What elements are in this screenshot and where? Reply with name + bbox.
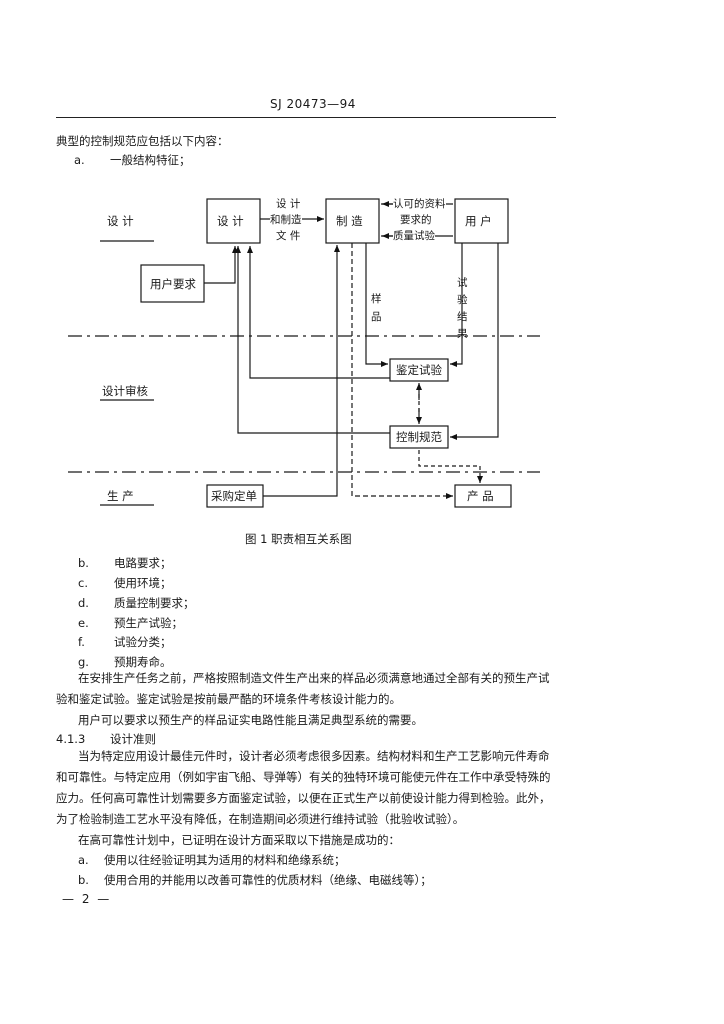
list-item: b. 电路要求； — [78, 555, 172, 571]
list-item: d. 质量控制要求； — [78, 595, 195, 611]
list-item-text: 电路要求； — [114, 556, 172, 570]
label-docs-3: 文 件 — [276, 230, 301, 242]
control-spec-box — [389, 425, 449, 449]
label-required: 要求的 — [400, 214, 432, 226]
design-box — [206, 198, 261, 244]
label-result-1: 试 — [457, 277, 468, 289]
responsibility-diagram — [68, 198, 540, 508]
figure-caption: 图 1 职责相互关系图 — [245, 532, 352, 546]
label-docs-1: 设 计 — [276, 198, 301, 210]
list-item-text: 使用环境； — [114, 576, 172, 590]
label-docs-2: 和制造 — [270, 212, 302, 228]
list-item: c. 使用环境； — [78, 575, 172, 591]
list-item-text: 预生产试验； — [114, 616, 183, 630]
list-item-label: g. — [78, 655, 89, 669]
qualification-test-box — [389, 358, 449, 382]
list-item-text: 使用以往经验证明其为适用的材料和绝缘系统； — [104, 853, 346, 867]
zone-label-review: 设计审核 — [102, 384, 148, 398]
section-number: 4.1.3 — [56, 732, 86, 746]
paragraph-preproduction: 在安排生产任务之前，严格按照制造文件生产出来的样品必须满意地通过全部有关的预生产… — [56, 671, 550, 706]
box-label-design: 设 计 — [217, 214, 244, 228]
header-rule — [56, 117, 556, 118]
list-item-label: b. — [78, 873, 89, 887]
list-item: f. 试验分类； — [78, 634, 172, 650]
dashed-manufacture-to-product — [351, 243, 453, 499]
box-label-user-requirement: 用户要求 — [150, 277, 196, 291]
list-item-label: a. — [78, 853, 89, 867]
label-result-4: 果 — [457, 328, 468, 340]
arrow-userreq-to-design — [204, 246, 238, 284]
label-sample-1: 样 — [371, 293, 382, 305]
list-item: b. 使用合用的并能用以改善可靠性的优质材料（绝缘、电磁线等）； — [78, 872, 432, 888]
list-item-label: d. — [78, 596, 89, 610]
list-item: e. 预生产试验； — [78, 615, 183, 631]
section-heading: 4.1.3 设计准则 — [56, 731, 156, 747]
arrow-result-to-qualtest — [450, 243, 463, 367]
paragraph-design-criteria: 当为特定应用设计最佳元件时，设计者必须考虑很多因素。结构材料和生产工艺影响元件寿… — [56, 749, 551, 826]
intro-line: 典型的控制规范应包括以下内容： — [56, 134, 229, 148]
arrow-user-to-controlspec — [450, 243, 499, 440]
page-number: — 2 — — [62, 892, 112, 906]
user-box — [454, 198, 509, 244]
paragraph-user-samples: 用户可以要求以预生产的样品证实电路性能且满足典型系统的需要。 — [78, 713, 423, 727]
list-item-label: a. — [74, 153, 85, 167]
box-label-user: 用 户 — [465, 214, 492, 228]
label-approved-data: 认可的资料 — [393, 196, 446, 212]
arrow-controlspec-to-design — [235, 246, 390, 434]
list-item-label: f. — [78, 635, 85, 649]
box-label-manufacture: 制 造 — [336, 214, 363, 228]
arrow-qualtest-to-design — [247, 246, 390, 379]
paragraph-measures-intro: 在高可靠性计划中，已证明在设计方面采取以下措施是成功的： — [78, 833, 400, 847]
list-item-text: 使用合用的并能用以改善可靠性的优质材料（绝缘、电磁线等）； — [104, 873, 432, 887]
dashed-controlspec-to-product — [418, 450, 483, 483]
document-code: SJ 20473—94 — [270, 97, 356, 111]
list-item-text: 试验分类； — [114, 635, 172, 649]
label-quality-test: 质量试验 — [393, 228, 435, 244]
list-item-text: 质量控制要求； — [114, 596, 195, 610]
list-item: g. 预期寿命。 — [78, 654, 172, 670]
box-label-control-spec: 控制规范 — [396, 430, 442, 444]
list-item-label: b. — [78, 556, 89, 570]
arrow-sample-to-qualtest — [365, 243, 388, 367]
list-item: a. 使用以往经验证明其为适用的材料和绝缘系统； — [78, 852, 346, 868]
list-item-label: e. — [78, 616, 89, 630]
list-item-label: c. — [78, 576, 88, 590]
zone-label-design: 设 计 — [107, 214, 134, 228]
box-label-purchase-order: 采购定单 — [211, 489, 257, 503]
product-box — [454, 484, 512, 508]
label-result-2: 验 — [457, 294, 468, 306]
list-item-a: a. 一般结构特征； — [74, 152, 191, 168]
box-label-product: 产 品 — [467, 489, 494, 503]
label-sample-2: 品 — [371, 311, 382, 323]
list-item-text: 预期寿命。 — [114, 655, 172, 669]
list-item-text: 一般结构特征； — [110, 153, 191, 167]
arrow-purchase-to-manufacture — [263, 245, 340, 497]
label-result-3: 结 — [457, 311, 468, 323]
zone-label-production: 生 产 — [107, 489, 134, 503]
box-label-qualification-test: 鉴定试验 — [396, 363, 442, 377]
section-title: 设计准则 — [110, 732, 156, 746]
